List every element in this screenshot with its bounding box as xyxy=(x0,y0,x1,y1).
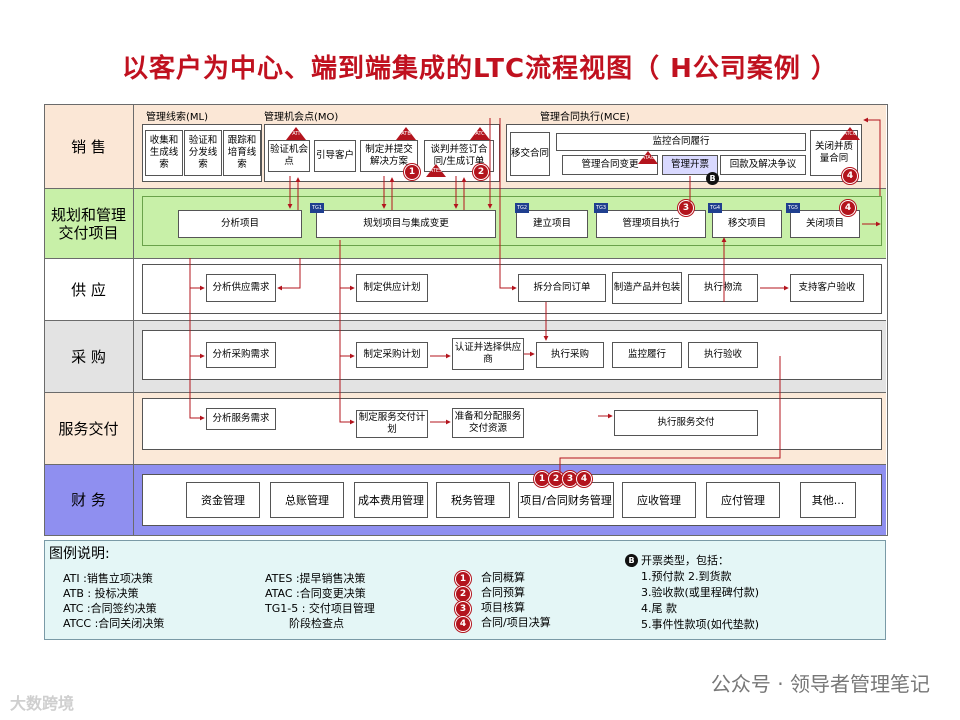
finance-payable[interactable]: 应付管理 xyxy=(706,482,780,518)
finance-tax[interactable]: 税务管理 xyxy=(436,482,510,518)
legend-badge-1: 1 xyxy=(455,571,471,587)
badge-4-fin: 4 xyxy=(576,471,592,487)
legend-atcc: ATCC :合同关闭决策 xyxy=(63,617,165,630)
legend-tg-2: 阶段检查点 xyxy=(289,617,344,630)
legend-atb: ATB : 投标决策 xyxy=(63,587,139,600)
tg4-tag: TG4 xyxy=(708,203,722,213)
legend-n4: 合同/项目决算 xyxy=(481,616,551,629)
legend-bl2: 3.验收款(或里程碑付款) xyxy=(641,586,760,599)
plan-plan[interactable]: 规划项目与集成变更 xyxy=(316,210,496,238)
mce-handover[interactable]: 移交合同 xyxy=(510,132,550,176)
watermark: 大数跨境 xyxy=(10,694,75,713)
badge-b-sales: B xyxy=(706,172,719,185)
service-resource[interactable]: 准备和分配服务交付资源 xyxy=(452,408,524,438)
tg3-tag: TG3 xyxy=(594,203,608,213)
mce-label: 管理合同执行(MCE) xyxy=(540,112,630,123)
legend-badge-2: 2 xyxy=(455,586,471,602)
legend-n2: 合同预算 xyxy=(481,586,525,599)
finance-project[interactable]: 项目/合同财务管理 xyxy=(518,482,614,518)
finance-receivable[interactable]: 应收管理 xyxy=(622,482,696,518)
tg1-tag: TG1 xyxy=(310,203,324,213)
procure-execute[interactable]: 执行采购 xyxy=(536,342,604,368)
legend-panel: 图例说明: ATI :销售立项决策 ATB : 投标决策 ATC :合同签约决策… xyxy=(44,540,886,640)
finance-other[interactable]: 其他... xyxy=(800,482,856,518)
service-execute[interactable]: 执行服务交付 xyxy=(614,410,758,436)
procure-plan[interactable]: 制定采购计划 xyxy=(356,342,428,368)
legend-n1: 合同概算 xyxy=(481,571,525,584)
ml-collect[interactable]: 收集和生成线索 xyxy=(145,130,183,176)
legend-atac: ATAC :合同变更决策 xyxy=(265,587,366,600)
supply-logistics[interactable]: 执行物流 xyxy=(688,274,758,302)
badge-1-sales: 1 xyxy=(404,164,420,180)
procure-analyze[interactable]: 分析采购需求 xyxy=(206,342,276,368)
legend-bl3: 4.尾 款 xyxy=(641,602,677,615)
ml-track[interactable]: 跟踪和培育线索 xyxy=(223,130,261,176)
supply-manufacture[interactable]: 制造产品并包装 xyxy=(612,272,682,304)
lane-label-sales: 销 售 xyxy=(44,105,134,189)
legend-title: 图例说明: xyxy=(49,546,110,562)
badge-4-plan: 4 xyxy=(840,200,856,216)
badge-3-plan: 3 xyxy=(678,200,694,216)
legend-badge-b: B xyxy=(625,554,638,567)
finance-cost[interactable]: 成本费用管理 xyxy=(354,482,428,518)
supply-plan[interactable]: 制定供应计划 xyxy=(356,274,428,302)
badge-2-sales: 2 xyxy=(473,164,489,180)
mo-validate[interactable]: 验证机会点 xyxy=(268,140,310,172)
footer-wechat: 公众号 · 领导者管理笔记 xyxy=(710,672,930,696)
mo-label: 管理机会点(MO) xyxy=(264,112,339,123)
legend-badge-4: 4 xyxy=(455,616,471,632)
mce-collect[interactable]: 回款及解决争议 xyxy=(720,155,806,175)
lane-label-procure: 采 购 xyxy=(44,321,134,393)
badge-4-sales: 4 xyxy=(842,168,858,184)
tg5-tag: TG5 xyxy=(786,203,800,213)
ml-label: 管理线索(ML) xyxy=(146,112,209,123)
mce-monitor[interactable]: 监控合同履行 xyxy=(556,133,806,151)
service-plan[interactable]: 制定服务交付计划 xyxy=(356,410,428,438)
plan-handover[interactable]: 移交项目 xyxy=(712,210,782,238)
legend-n3: 项目核算 xyxy=(481,601,525,614)
lane-label-supply: 供 应 xyxy=(44,259,134,321)
mce-change[interactable]: 管理合同变更 xyxy=(562,155,658,175)
tg2-tag: TG2 xyxy=(515,203,529,213)
plan-analyze[interactable]: 分析项目 xyxy=(178,210,302,238)
legend-badge-3: 3 xyxy=(455,601,471,617)
procure-supplier[interactable]: 认证并选择供应商 xyxy=(452,338,524,370)
lane-label-plan: 规划和管理 交付项目 xyxy=(44,189,134,259)
legend-ati: ATI :销售立项决策 xyxy=(63,572,153,585)
plan-build[interactable]: 建立项目 xyxy=(516,210,588,238)
legend-atc: ATC :合同签约决策 xyxy=(63,602,157,615)
procure-monitor[interactable]: 监控履行 xyxy=(612,342,682,368)
finance-fund[interactable]: 资金管理 xyxy=(186,482,260,518)
lane-label-service: 服务交付 xyxy=(44,393,134,465)
legend-bl4: 5.事件性款项(如代垫款) xyxy=(641,618,760,631)
ml-validate[interactable]: 验证和分发线索 xyxy=(184,130,222,176)
page-title: 以客户为中心、端到端集成的LTC流程视图（ H公司案例 ） xyxy=(122,54,838,84)
procure-accept[interactable]: 执行验收 xyxy=(688,342,758,368)
legend-bl1: 1.预付款 2.到货款 xyxy=(641,570,732,583)
finance-ledger[interactable]: 总账管理 xyxy=(270,482,344,518)
legend-bh: 开票类型，包括： xyxy=(641,554,729,567)
diagram-frame xyxy=(44,104,888,536)
legend-tg: TG1-5 : 交付项目管理 xyxy=(265,602,375,615)
lane-label-finance: 财 务 xyxy=(44,465,134,535)
supply-split[interactable]: 拆分合同订单 xyxy=(518,274,606,302)
supply-analyze[interactable]: 分析供应需求 xyxy=(206,274,276,302)
legend-ates: ATES :提早销售决策 xyxy=(265,572,366,585)
mo-guide[interactable]: 引导客户 xyxy=(314,140,356,172)
supply-accept[interactable]: 支持客户验收 xyxy=(790,274,864,302)
service-analyze[interactable]: 分析服务需求 xyxy=(206,408,276,430)
mce-invoice[interactable]: 管理开票 xyxy=(662,155,718,175)
